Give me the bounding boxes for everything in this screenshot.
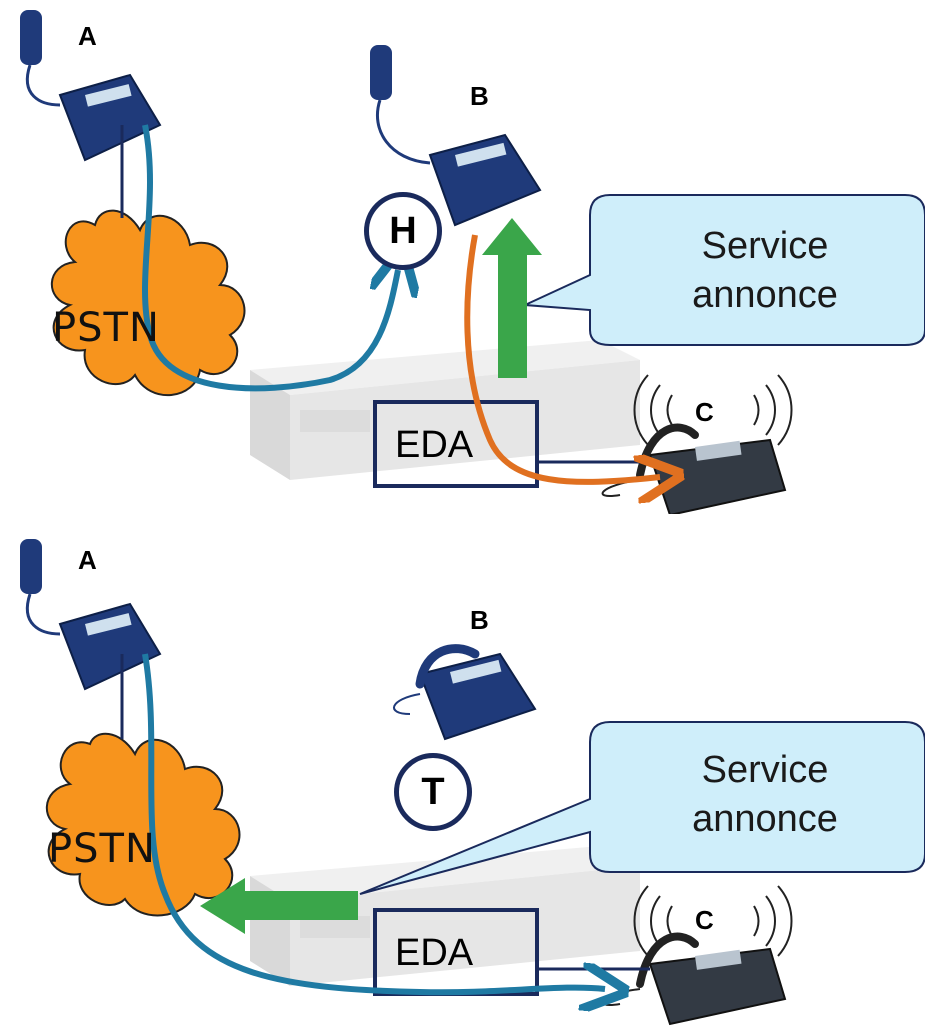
callout-text: Service annonce xyxy=(655,746,875,845)
eda-box xyxy=(373,400,539,488)
scenario-transfer-graphic xyxy=(20,539,925,1026)
pstn-label: PSTN xyxy=(52,305,160,351)
desk-phone-icon xyxy=(20,539,162,691)
callout-text: Service annonce xyxy=(655,222,875,321)
phone-a-label: A xyxy=(78,545,97,575)
callout-line-1: Service xyxy=(701,749,829,791)
green-left-arrow xyxy=(200,878,358,934)
desk-phone-icon xyxy=(370,45,542,227)
switch-device-icon xyxy=(250,340,640,480)
status-circle-transfer: T xyxy=(394,753,472,831)
status-circle-hold: H xyxy=(364,192,442,270)
green-up-arrow xyxy=(482,218,542,378)
callout-line-2: annonce xyxy=(692,798,838,841)
phone-c-label: C xyxy=(695,905,714,935)
switch-device-icon xyxy=(250,846,640,986)
scenario-hold: A B C H Service annonce EDA PSTN xyxy=(20,10,925,514)
callout-bubble xyxy=(521,194,925,346)
desk-phone-icon xyxy=(20,10,162,162)
desk-phone-icon xyxy=(393,644,537,741)
ringing-waves-icon xyxy=(633,885,793,957)
phone-b-label: B xyxy=(470,605,489,635)
blue-call-path xyxy=(142,653,605,992)
phone-b-label: B xyxy=(470,81,489,111)
eda-label: EDA xyxy=(395,932,474,974)
phone-a-label: A xyxy=(78,21,97,51)
scenario-hold-graphic xyxy=(20,10,925,514)
scenario-transfer: A B C T Service annonce EDA PSTN xyxy=(0,514,925,1028)
phone-c-label: C xyxy=(695,397,714,427)
orange-call-path xyxy=(464,234,660,482)
ringing-waves-icon xyxy=(633,374,793,446)
blue-call-path xyxy=(142,124,398,392)
callout-line-2: annonce xyxy=(692,274,838,317)
eda-label: EDA xyxy=(395,424,474,466)
pstn-label: PSTN xyxy=(48,826,156,872)
callout-bubble xyxy=(359,721,925,895)
callout-line-1: Service xyxy=(701,225,829,267)
cloud-icon xyxy=(45,732,241,917)
